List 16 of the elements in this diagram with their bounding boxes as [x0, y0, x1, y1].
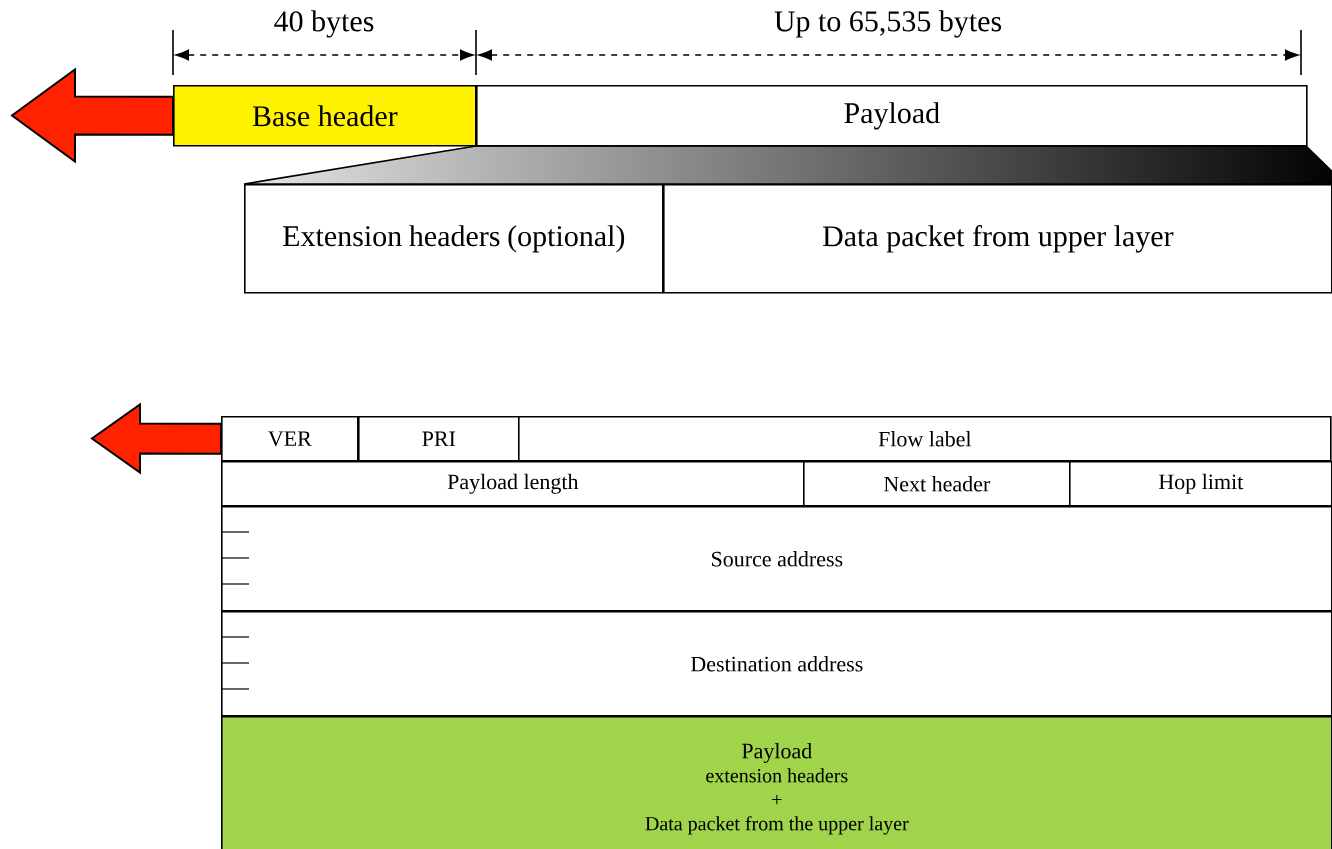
node-label: Hop limit [1158, 473, 1244, 494]
payload-block: Payload extension headers + Data packet from the upper layer [221, 716, 1332, 849]
field-box: Hop limit [1069, 461, 1332, 507]
dimension-label: 40 bytes [274, 10, 374, 38]
node-label: Flow label [878, 431, 972, 447]
field-box: PRI [358, 416, 520, 462]
field-box: Data packet from upper layer [663, 184, 1332, 294]
field-box: Destination address [221, 611, 1332, 717]
field-box: Extension headers (optional) [244, 184, 664, 294]
field-box: VER [221, 416, 359, 462]
dimension-label: Up to 65,535 bytes [774, 10, 1002, 38]
field-box: Next header [803, 461, 1071, 507]
block-arrow [10, 67, 174, 164]
block-arrow [90, 402, 222, 475]
payload-box: Payload [476, 85, 1308, 147]
header-box: Base header [173, 85, 477, 147]
